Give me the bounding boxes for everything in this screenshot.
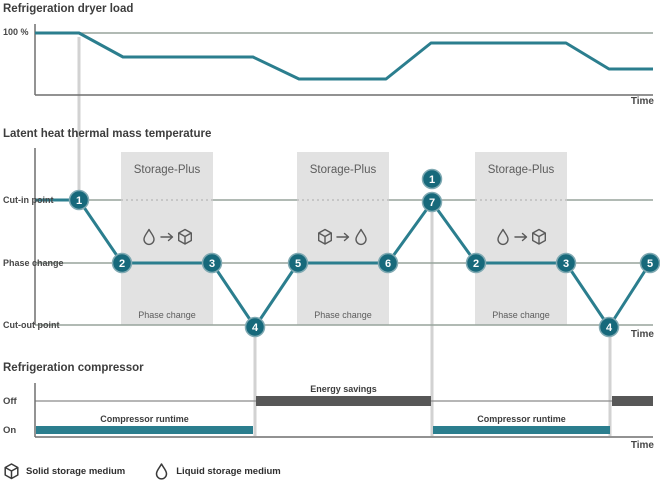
compressor-on-label: On <box>3 425 17 436</box>
temperature-chart-title: Latent heat thermal mass temperature <box>3 128 212 140</box>
cut-in-point-label: Cut-in point <box>3 195 54 205</box>
droplet-icon <box>497 228 509 246</box>
droplet-icon <box>156 463 168 480</box>
connector-band <box>77 37 81 190</box>
compressor-chart-title: Refrigeration compressor <box>3 362 144 374</box>
cube-icon <box>178 228 192 245</box>
step-marker-number: 5 <box>295 258 301 270</box>
step-marker-number: 4 <box>606 322 613 334</box>
step-marker-number: 3 <box>209 258 215 270</box>
step-marker <box>465 252 487 274</box>
cube-icon <box>532 228 546 245</box>
legend-solid-label: Solid storage medium <box>26 466 126 477</box>
storage-plus-box-title: Storage-Plus <box>488 164 555 176</box>
storage-plus-box <box>475 152 567 325</box>
compressor-off-label: Off <box>3 396 17 407</box>
step-marker-number: 2 <box>119 258 125 270</box>
cube-icon <box>318 228 332 245</box>
step-marker <box>68 189 90 211</box>
step-marker-number: 5 <box>647 258 653 270</box>
step-marker-number: 2 <box>473 258 479 270</box>
compressor-time-label: Time <box>630 440 654 451</box>
legend: Solid storage medium Liquid storage medi… <box>3 462 281 481</box>
step-marker <box>201 252 223 274</box>
step-marker <box>555 252 577 274</box>
temperature-time-label: Time <box>630 329 654 340</box>
step-marker <box>421 191 443 213</box>
droplet-icon <box>355 228 367 246</box>
arrow-right-icon <box>514 232 528 242</box>
step-marker-number: 3 <box>563 258 569 270</box>
phase-change-caption: Phase change <box>492 310 550 320</box>
load-curve <box>35 31 653 81</box>
storage-plus-box-title: Storage-Plus <box>134 164 201 176</box>
step-marker-number: 7 <box>429 197 435 209</box>
arrow-right-icon <box>336 232 350 242</box>
energy-savings-bar <box>256 396 431 406</box>
connector-band <box>608 337 612 436</box>
step-marker-number: 6 <box>385 258 391 270</box>
step-marker-number: 4 <box>252 322 259 334</box>
step-marker <box>244 316 266 338</box>
step-marker <box>421 168 443 190</box>
bar-label: Energy savings <box>310 384 377 394</box>
legend-liquid-label: Liquid storage medium <box>176 466 281 477</box>
load-chart-title: Refrigeration dryer load <box>3 3 134 15</box>
connector-band <box>430 212 434 436</box>
arrow-right-icon <box>160 232 174 242</box>
bar-label: Compressor runtime <box>100 414 189 424</box>
phase-change-label: Phase change <box>3 258 64 268</box>
compressor-runtime-bar <box>433 426 610 434</box>
connector-band <box>253 337 257 436</box>
bar-label: Compressor runtime <box>477 414 566 424</box>
cube-icon <box>4 463 19 480</box>
legend-item-liquid: Liquid storage medium <box>153 462 281 481</box>
step-marker <box>377 252 399 274</box>
step-marker-number: 1 <box>429 174 435 186</box>
energy-savings-bar <box>612 396 653 406</box>
storage-plus-box <box>297 152 389 325</box>
storage-plus-box <box>121 152 213 325</box>
cut-out-point-label: Cut-out point <box>3 320 60 330</box>
step-marker <box>111 252 133 274</box>
step-marker-number: 1 <box>76 195 82 207</box>
step-marker <box>287 252 309 274</box>
load-100-percent-label: 100 % <box>3 27 29 37</box>
legend-item-solid: Solid storage medium <box>3 462 125 481</box>
storage-plus-box-title: Storage-Plus <box>310 164 377 176</box>
temperature-curve <box>35 198 652 329</box>
load-time-label: Time <box>630 96 654 107</box>
phase-change-caption: Phase change <box>314 310 372 320</box>
step-marker <box>598 316 620 338</box>
droplet-icon <box>143 228 155 246</box>
compressor-runtime-bar <box>36 426 253 434</box>
phase-change-caption: Phase change <box>138 310 196 320</box>
